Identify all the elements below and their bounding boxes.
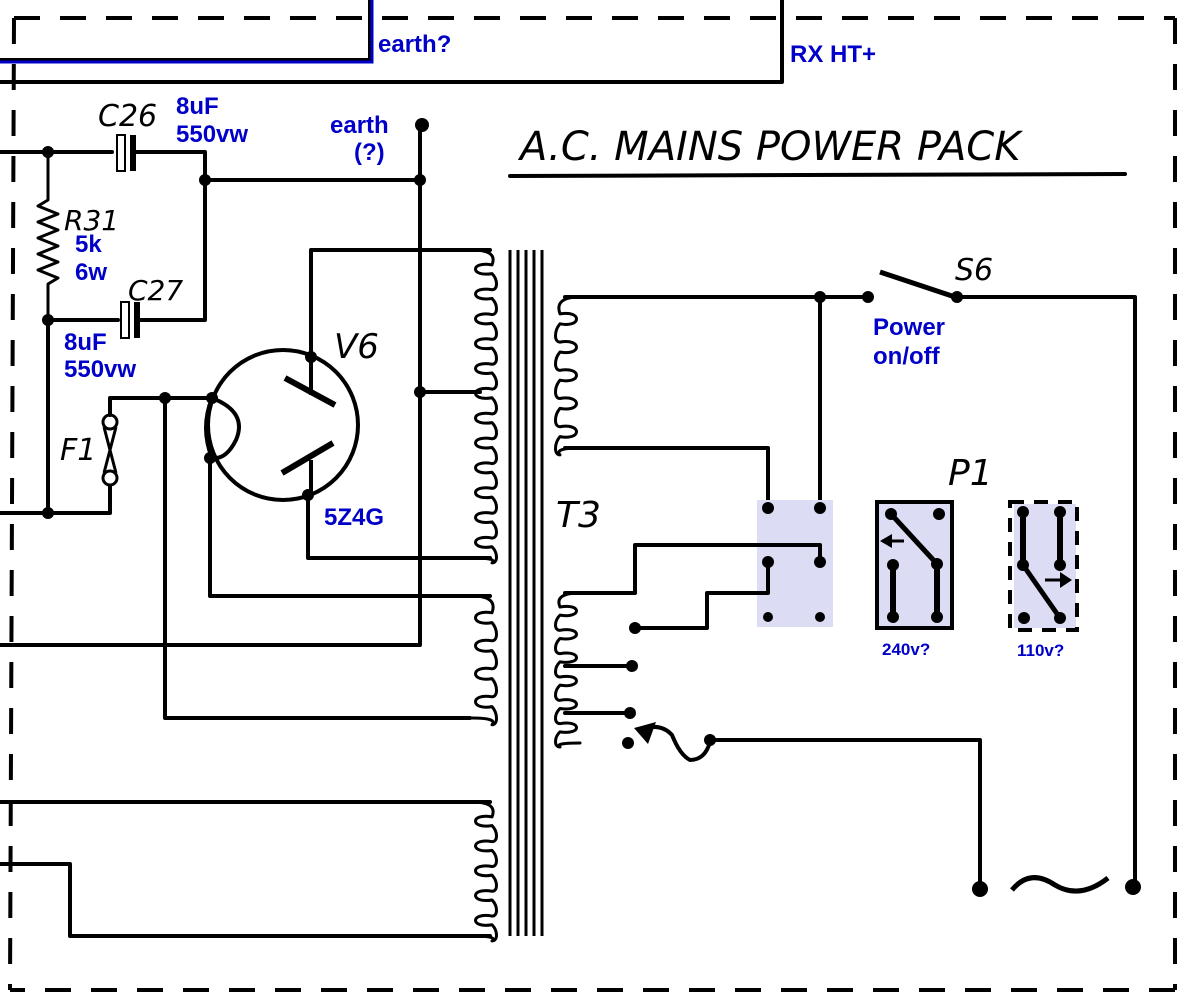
c26-ref: C26 — [98, 99, 157, 134]
capacitor-c26 — [116, 134, 136, 172]
wire — [163, 396, 472, 720]
resistor-r31 — [36, 150, 60, 322]
wire — [309, 248, 492, 359]
wire — [306, 493, 492, 560]
tube-v6 — [204, 348, 360, 502]
wire — [208, 456, 492, 598]
wire — [0, 123, 422, 647]
r31-ref: R31 — [64, 204, 119, 237]
r31-value-line2: 6w — [75, 259, 107, 286]
tap-terminal — [624, 707, 636, 719]
wire — [138, 178, 207, 322]
tap-terminal — [626, 660, 638, 672]
earth-terminal — [415, 118, 429, 132]
transformer-secondary-ht — [470, 248, 498, 565]
ac-mains-symbol — [1010, 875, 1110, 894]
wire — [134, 150, 422, 182]
diagram-title: A.C. MAINS POWER PACK — [517, 124, 1023, 170]
wire — [108, 396, 212, 417]
r31-value-line1: 5k — [75, 231, 102, 258]
v6-ref: V6 — [334, 327, 379, 367]
c26-value-line2: 550vw — [176, 121, 248, 148]
s6-ref: S6 — [955, 253, 993, 288]
wire — [0, 318, 50, 515]
tap-terminal — [629, 622, 641, 634]
tube-type-label: 5Z4G — [324, 504, 384, 531]
wire — [563, 446, 770, 510]
tap-selector-arrow[interactable] — [634, 722, 716, 763]
c26-value-line1: 8uF — [176, 93, 219, 120]
wire — [0, 862, 492, 938]
power-switch-line1: Power — [873, 314, 945, 341]
plug-110v-config — [1008, 500, 1079, 632]
rx-ht-wire — [0, 0, 784, 84]
earth-wire — [0, 0, 374, 64]
wire — [955, 295, 1137, 889]
p1-ref: P1 — [948, 453, 993, 494]
wire — [633, 560, 770, 630]
fuse-f1 — [101, 413, 119, 487]
mains-terminal-1 — [972, 881, 988, 897]
plug-240v-label: 240v? — [882, 640, 930, 659]
power-switch-s6[interactable] — [862, 269, 963, 303]
transformer-secondary-heater — [470, 594, 498, 727]
c27-value-line2: 550vw — [64, 356, 136, 383]
mains-terminal-2 — [1125, 879, 1141, 895]
plug-240v-config — [875, 500, 954, 630]
tap-terminal — [622, 737, 634, 749]
transformer-primary-lower — [554, 591, 582, 749]
earth-node-line2: (?) — [354, 139, 385, 166]
boundary-left — [8, 17, 16, 991]
transformer-core — [508, 250, 544, 936]
junction-dot — [414, 386, 426, 398]
power-switch-line2: on/off — [873, 343, 941, 370]
earth-node-line1: earth — [330, 112, 389, 139]
earth-annotation: earth? — [378, 31, 451, 58]
wire — [46, 483, 112, 515]
plug-110v-label: 110v? — [1017, 641, 1064, 660]
enclosure-boundary — [8, 16, 1177, 992]
capacitor-c27 — [120, 301, 140, 339]
wire — [563, 543, 822, 595]
c27-ref: C27 — [128, 274, 183, 307]
title-underline — [508, 172, 1127, 178]
transformer-secondary-aux — [470, 800, 498, 943]
f1-ref: F1 — [60, 433, 96, 468]
rx-ht-annotation: RX HT+ — [790, 41, 876, 68]
transformer-primary-upper — [554, 295, 582, 457]
t3-ref: T3 — [556, 495, 601, 536]
c27-value-line1: 8uF — [64, 329, 107, 356]
wire — [708, 738, 982, 889]
